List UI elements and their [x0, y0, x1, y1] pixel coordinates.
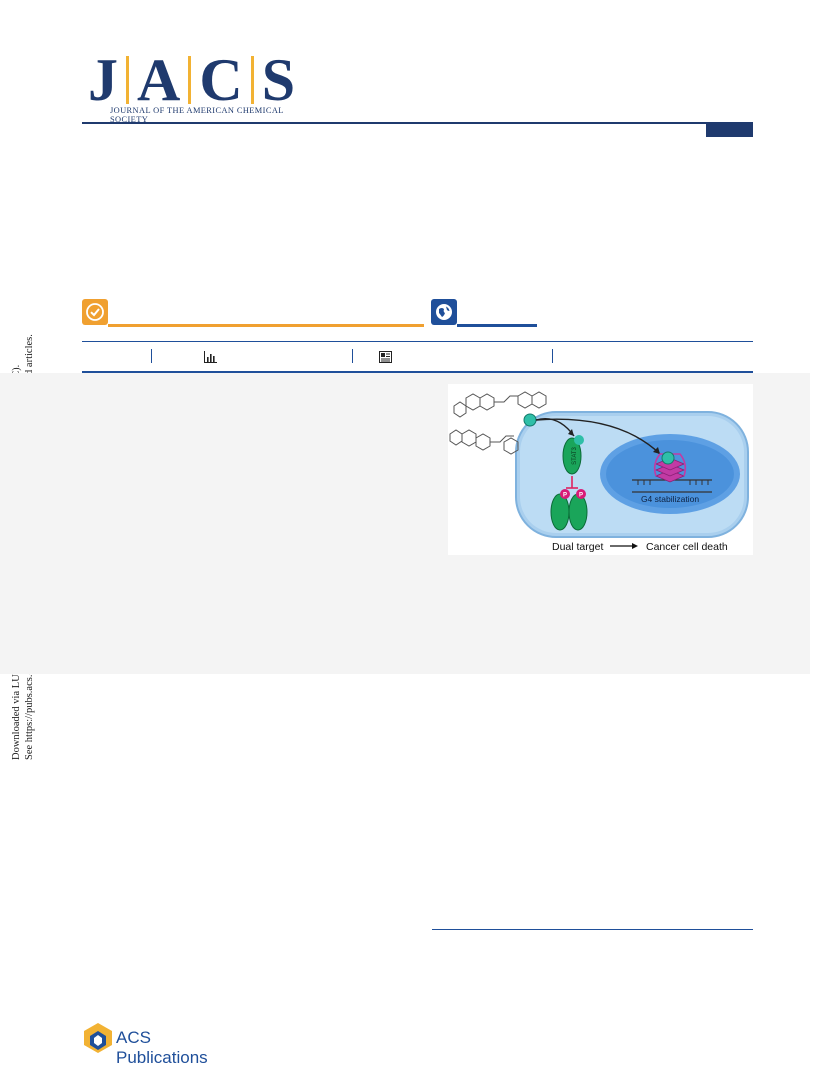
phospho-label: P: [579, 493, 583, 499]
toc-graphic: STAT3 P P G4 stabilization Dual target C…: [448, 384, 753, 555]
acs-publications-logo[interactable]: ACS Publications: [82, 1022, 242, 1067]
header-rule: [82, 122, 753, 124]
metrics-separator: [552, 349, 553, 363]
g4-stabilization-label: G4 stabilization: [641, 494, 699, 504]
globe-icon[interactable]: [431, 299, 457, 325]
jacs-logo[interactable]: J A C S JOURNAL OF THE AMERICAN CHEMICAL…: [82, 47, 312, 124]
logo-letter-c: C: [199, 47, 243, 113]
badge-underline-blue: [457, 324, 537, 327]
logo-letter-s: S: [261, 47, 296, 113]
logo-letter-j: J: [88, 47, 118, 113]
caption-dual-target: Dual target: [552, 541, 603, 553]
acs-hexagon-icon: [84, 1023, 112, 1053]
journal-subtitle: JOURNAL OF THE AMERICAN CHEMICAL SOCIETY: [110, 106, 284, 124]
logo-divider: [126, 56, 129, 104]
metrics-separator: [352, 349, 353, 363]
logo-divider: [250, 56, 254, 104]
logo-divider: [188, 56, 192, 104]
check-circle-icon[interactable]: [82, 299, 108, 325]
badge-underline-orange: [108, 324, 424, 327]
caption-cancer-cell-death: Cancer cell death: [646, 541, 728, 553]
footnote-rule: [432, 929, 753, 930]
metrics-rule-top: [82, 341, 753, 342]
metrics-separator: [151, 349, 152, 363]
acs-publications-text: ACS Publications: [116, 1028, 208, 1067]
newspaper-icon[interactable]: [379, 350, 392, 368]
bar-chart-icon[interactable]: [204, 350, 217, 368]
stat3-label: STAT3: [572, 446, 578, 464]
metrics-rule-bottom: [82, 371, 753, 373]
phospho-label: P: [563, 493, 567, 499]
logo-letter-a: A: [137, 47, 181, 113]
article-type-tag: [706, 123, 753, 137]
